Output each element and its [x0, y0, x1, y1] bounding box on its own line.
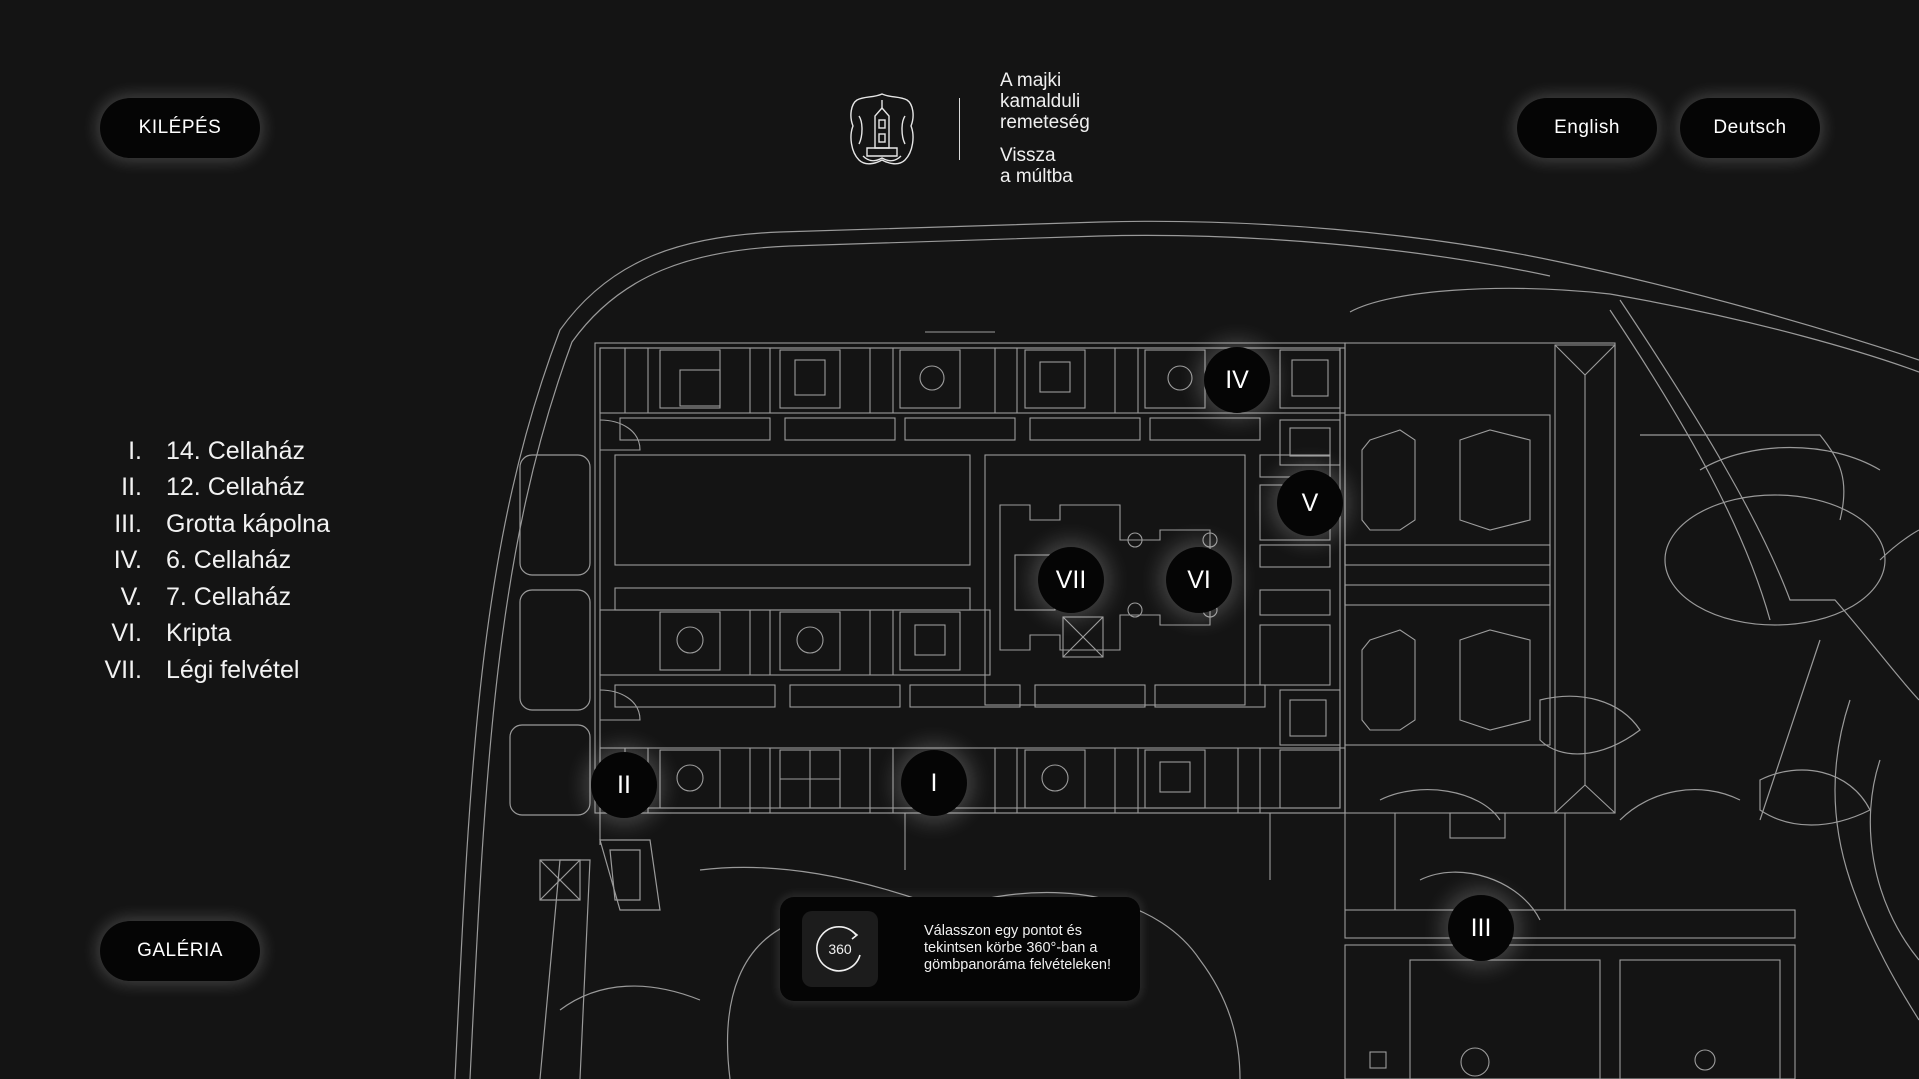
poi-item-7[interactable]: VII. Légi felvétel: [80, 652, 330, 689]
poi-item-5[interactable]: V. 7. Cellaház: [80, 579, 330, 616]
map-marker-iv[interactable]: IV: [1204, 347, 1270, 413]
poi-label: 14. Cellaház: [166, 436, 305, 465]
poi-item-6[interactable]: VI. Kripta: [80, 616, 330, 653]
gallery-button[interactable]: GALÉRIA: [100, 921, 260, 981]
map-marker-vii[interactable]: VII: [1038, 547, 1104, 613]
poi-number: III.: [114, 509, 142, 538]
poi-label: 12. Cellaház: [166, 473, 305, 502]
panorama-360-icon: 360: [802, 911, 878, 987]
poi-number: VII.: [104, 655, 142, 684]
poi-label: 6. Cellaház: [166, 546, 292, 575]
brand-divider: [959, 98, 960, 160]
poi-number: VI.: [111, 619, 142, 648]
map-marker-vi[interactable]: VI: [1166, 547, 1232, 613]
map-marker-ii[interactable]: II: [591, 752, 657, 818]
panorama-info-text: Válasszon egy pontot és tekintsen körbe …: [924, 923, 1112, 973]
map-marker-iii[interactable]: III: [1448, 895, 1514, 961]
poi-item-3[interactable]: III. Grotta kápolna: [80, 506, 330, 543]
poi-item-2[interactable]: II. 12. Cellaház: [80, 470, 330, 507]
poi-number: IV.: [113, 546, 142, 575]
poi-number: V.: [120, 582, 142, 611]
crest-icon: [850, 93, 914, 165]
poi-label: Légi felvétel: [166, 655, 300, 684]
brand-subtitle: Vissza a múltba: [1000, 145, 1073, 187]
poi-number: I.: [128, 436, 142, 465]
poi-list: I. 14. Cellaház II. 12. Cellaház III. Gr…: [80, 433, 330, 689]
poi-label: 7. Cellaház: [166, 582, 292, 611]
language-deutsch-button[interactable]: Deutsch: [1680, 98, 1820, 158]
poi-number: II.: [121, 473, 142, 502]
panorama-info-box: 360 Válasszon egy pontot és tekintsen kö…: [780, 897, 1140, 1001]
svg-text:360: 360: [828, 941, 852, 957]
brand-title: A majki kamalduli remeteség: [1000, 70, 1090, 133]
language-english-button[interactable]: English: [1517, 98, 1657, 158]
map-marker-v[interactable]: V: [1277, 470, 1343, 536]
poi-label: Kripta: [166, 619, 232, 648]
poi-item-1[interactable]: I. 14. Cellaház: [80, 433, 330, 470]
poi-label: Grotta kápolna: [166, 509, 330, 538]
poi-item-4[interactable]: IV. 6. Cellaház: [80, 543, 330, 580]
map-marker-i[interactable]: I: [901, 750, 967, 816]
exit-button[interactable]: KILÉPÉS: [100, 98, 260, 158]
